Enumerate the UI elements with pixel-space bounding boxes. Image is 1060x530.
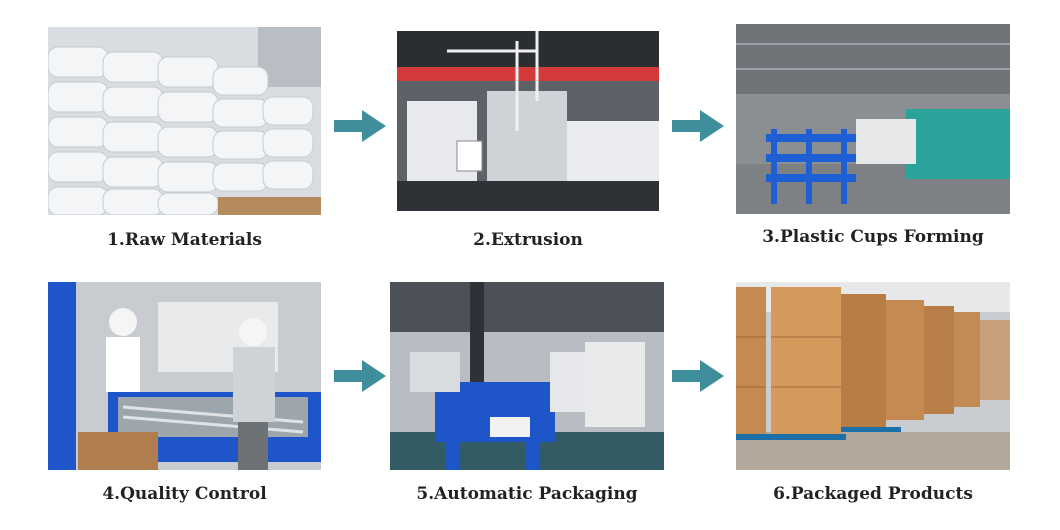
raw-materials-photo bbox=[48, 27, 321, 215]
cartons-photo bbox=[736, 282, 1010, 470]
step-caption-5: 5.Automatic Packaging bbox=[416, 484, 638, 504]
step-caption-6: 6.Packaged Products bbox=[773, 484, 973, 504]
step-caption-1: 1.Raw Materials bbox=[107, 230, 262, 250]
step-caption-2: 2.Extrusion bbox=[473, 230, 583, 250]
arrow-right-icon bbox=[670, 108, 726, 144]
step-caption-4: 4.Quality Control bbox=[102, 484, 267, 504]
arrow-right-icon bbox=[332, 358, 388, 394]
arrow-right-icon bbox=[670, 358, 726, 394]
cup-forming-photo bbox=[736, 24, 1010, 214]
step-caption-3: 3.Plastic Cups Forming bbox=[762, 227, 984, 247]
quality-control-photo bbox=[48, 282, 321, 470]
extrusion-photo bbox=[397, 31, 659, 211]
packaging-machine-photo bbox=[390, 282, 664, 470]
arrow-right-icon bbox=[332, 108, 388, 144]
